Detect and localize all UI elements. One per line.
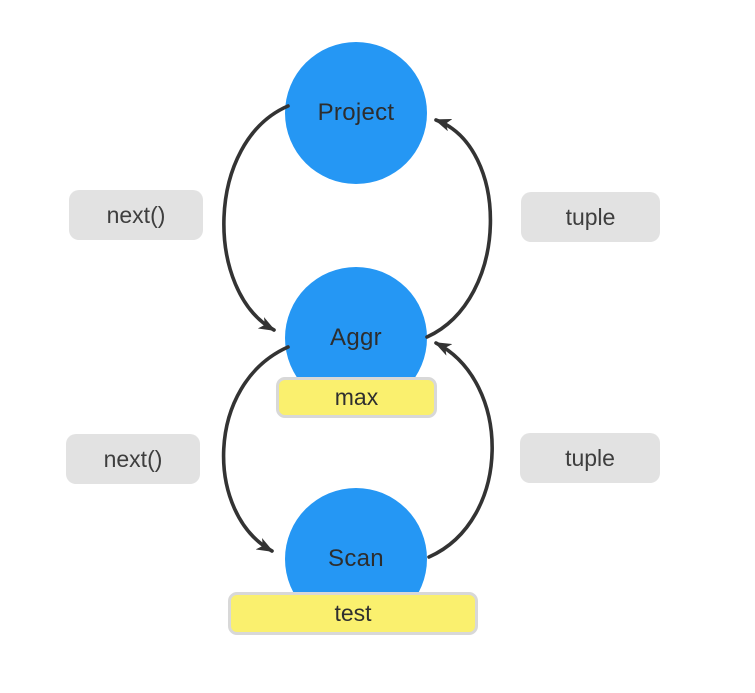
edge-aggr-to-scan-next-arrow	[221, 345, 290, 553]
edge-label-next-top: next()	[69, 190, 203, 240]
node-scan-label: Scan	[328, 545, 384, 572]
node-project-label: Project	[317, 99, 395, 126]
tag-scan-test: test	[228, 592, 478, 635]
edge-label-next-bottom: next()	[66, 434, 200, 484]
edge-project-to-aggr-next-arrow	[222, 104, 290, 332]
node-aggr-label: Aggr	[330, 324, 382, 351]
node-project: Project	[285, 42, 427, 184]
edge-aggr-to-project-tuple-arrow	[425, 118, 493, 339]
edge-label-tuple-top: tuple	[521, 192, 660, 242]
edge-scan-to-aggr-tuple-arrow	[427, 341, 494, 559]
edge-label-tuple-bottom: tuple	[520, 433, 660, 483]
tag-aggr-max: max	[276, 377, 437, 418]
